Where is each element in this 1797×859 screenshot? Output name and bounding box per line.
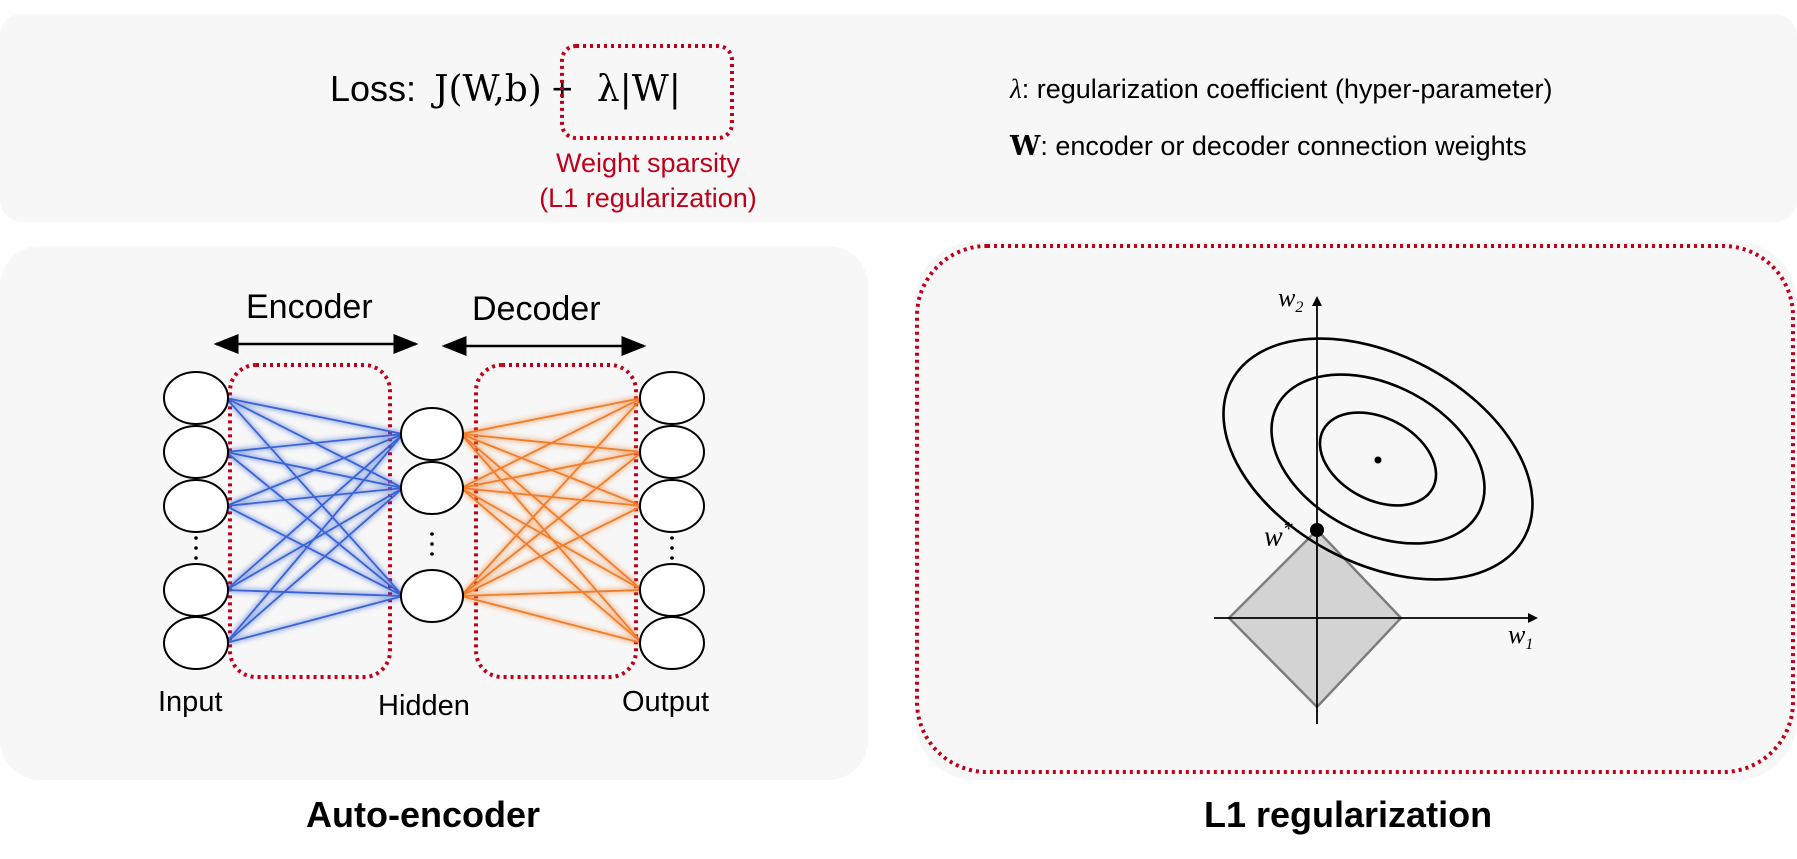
encoder-edge	[225, 397, 404, 435]
encoder-edge	[225, 487, 404, 507]
decoder-edge	[460, 451, 643, 489]
output-node	[639, 563, 705, 617]
decoder-edge	[460, 433, 643, 591]
reg-term-highlight-box	[560, 44, 734, 140]
input-node	[163, 563, 229, 617]
hidden-node	[400, 461, 464, 515]
lambda-definition: λ: regularization coefficient (hyper-par…	[1010, 74, 1552, 105]
encoder-edge	[225, 487, 404, 644]
w2-axis-arrow	[1312, 296, 1322, 306]
output-label: Output	[622, 686, 710, 718]
input-node	[163, 616, 229, 670]
loss-data-term: J(W,b)	[434, 69, 542, 110]
w1-axis-arrow	[1528, 613, 1538, 623]
optimum-label: w*	[1264, 518, 1293, 553]
lambda-text: : regularization coefficient (hyper-para…	[1021, 74, 1553, 104]
decoder-edge	[460, 397, 643, 597]
encoder-edge	[225, 505, 404, 597]
loss-label: Loss:	[330, 68, 417, 109]
optimum-point	[1310, 523, 1324, 537]
decoder-edge	[460, 589, 643, 597]
decoder-edge	[460, 451, 643, 597]
contour-center	[1374, 456, 1382, 464]
lambda-symbol: λ	[1010, 74, 1022, 104]
decoder-label: Decoder	[472, 290, 601, 328]
loss-reg-term: λ|W|	[596, 69, 681, 110]
input-label: Input	[158, 686, 223, 718]
input-node	[163, 479, 229, 533]
w-symbol: W	[1010, 131, 1041, 162]
weight-sparsity-line2: (L1 regularization)	[539, 183, 757, 213]
decoder-edge	[460, 595, 643, 644]
decoder-edge	[460, 397, 643, 489]
encoder-edges	[224, 395, 405, 646]
loss-contours	[1222, 337, 1534, 581]
l1-regularization-panel	[915, 242, 1797, 780]
hidden-label: Hidden	[378, 690, 470, 722]
weight-sparsity-line1: Weight sparsity	[555, 148, 741, 178]
decoder-edge	[460, 487, 643, 591]
hidden-ellipsis	[430, 532, 434, 556]
output-node	[639, 479, 705, 533]
loss-formula: Loss: J(W,b) + λ|W|	[330, 68, 681, 110]
decoder-edge	[460, 487, 643, 644]
encoder-edge	[225, 433, 404, 507]
encoder-edge	[225, 589, 404, 597]
input-node	[163, 371, 229, 425]
output-node	[639, 425, 705, 479]
input-ellipsis	[194, 536, 198, 560]
input-node	[163, 425, 229, 479]
hidden-node	[400, 569, 464, 623]
w2-axis-label: w2	[1278, 283, 1304, 317]
encoder-edge	[225, 451, 404, 597]
output-node	[639, 616, 705, 670]
output-ellipsis	[670, 536, 674, 560]
encoder-edge	[225, 433, 404, 591]
encoder-label: Encoder	[246, 288, 373, 326]
l1-highlight-box	[915, 244, 1795, 774]
w-text: : encoder or decoder connection weights	[1040, 131, 1527, 161]
encoder-edge	[225, 433, 404, 644]
l1-caption: L1 regularization	[1204, 794, 1493, 835]
encoder-edge	[225, 595, 404, 644]
network-nodes	[163, 371, 705, 670]
weight-sparsity-note: Weight sparsity (L1 regularization)	[498, 146, 798, 216]
output-node	[639, 371, 705, 425]
formula-panel	[0, 14, 1797, 222]
decoder-edges	[459, 395, 644, 646]
w1-axis-label: w1	[1508, 620, 1534, 654]
decoder-edge	[460, 505, 643, 597]
decoder-edge	[460, 397, 643, 435]
encoder-edge	[225, 433, 404, 453]
autoencoder-caption: Auto-encoder	[306, 794, 540, 835]
w-definition: W: encoder or decoder connection weights	[1010, 131, 1527, 162]
hidden-node	[400, 407, 464, 461]
